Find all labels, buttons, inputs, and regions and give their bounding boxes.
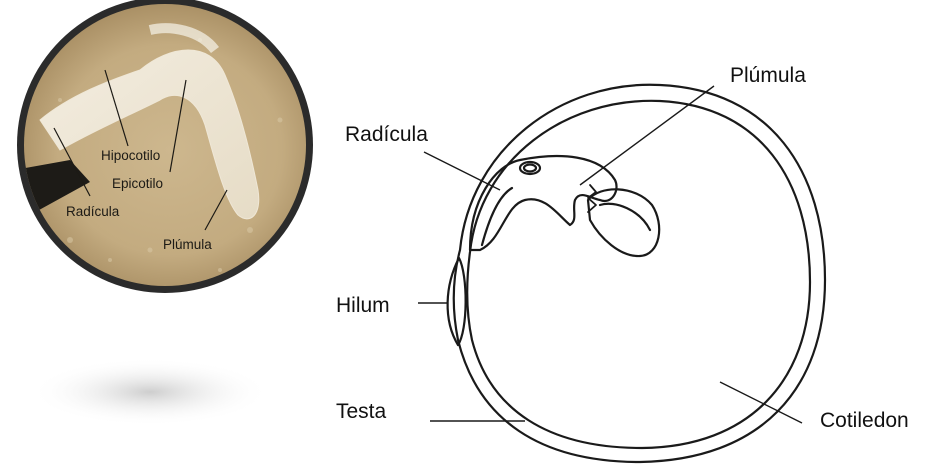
label-testa: Testa [336,401,386,422]
testa-inner [467,101,810,448]
pointer-cotiledon [720,382,802,423]
label-radicula: Radícula [345,124,428,145]
label-cotiledon: Cotiledon [820,410,909,431]
label-hilum: Hilum [336,295,390,316]
label-plumula: Plúmula [730,65,806,86]
